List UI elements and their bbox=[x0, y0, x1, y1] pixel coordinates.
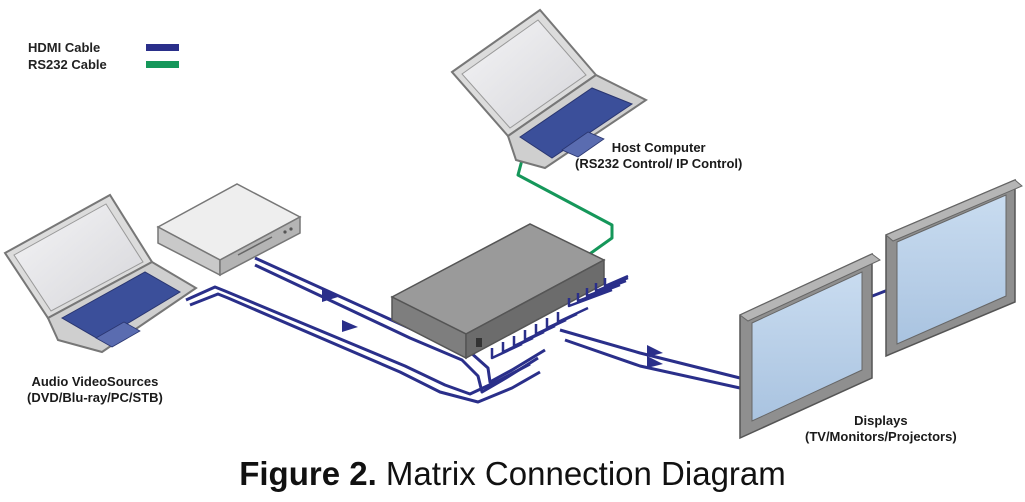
legend-rs232-label: RS232 Cable bbox=[28, 57, 107, 72]
displays-subtitle: (TV/Monitors/Projectors) bbox=[805, 429, 957, 444]
figure-title: Matrix Connection Diagram bbox=[376, 455, 786, 492]
display-front bbox=[739, 252, 881, 440]
figure-caption: Figure 2. Matrix Connection Diagram bbox=[0, 455, 1025, 493]
figure-number: Figure 2. bbox=[239, 455, 377, 492]
arrow-3 bbox=[647, 345, 663, 357]
hdmi-cable-laptop-2 bbox=[189, 292, 541, 404]
host-computer-title: Host Computer bbox=[611, 140, 706, 155]
hdmi-cable-output-1 bbox=[559, 328, 741, 380]
displays-label: Displays (TV/Monitors/Projectors) bbox=[805, 413, 957, 445]
sources-subtitle: (DVD/Blu-ray/PC/STB) bbox=[27, 390, 163, 405]
arrow-1 bbox=[322, 289, 338, 302]
host-laptop bbox=[450, 8, 648, 170]
displays-title: Displays bbox=[854, 413, 908, 428]
legend-hdmi-swatch bbox=[146, 44, 179, 51]
sources-label: Audio VideoSources (DVD/Blu-ray/PC/STB) bbox=[27, 374, 163, 406]
source-box bbox=[156, 183, 302, 277]
host-computer-subtitle: (RS232 Control/ IP Control) bbox=[575, 156, 743, 171]
display-back bbox=[885, 178, 1023, 358]
legend-rs232-swatch bbox=[146, 61, 179, 68]
hdmi-cables bbox=[185, 256, 889, 404]
hdmi-cable-output-2 bbox=[564, 338, 741, 390]
source-laptop bbox=[3, 193, 198, 354]
signal-arrows bbox=[322, 289, 663, 368]
arrow-2 bbox=[342, 320, 358, 332]
host-computer-label: Host Computer (RS232 Control/ IP Control… bbox=[575, 140, 742, 172]
port-cables bbox=[490, 274, 629, 360]
legend-hdmi-label: HDMI Cable bbox=[28, 40, 101, 55]
arrow-4 bbox=[647, 356, 663, 368]
matrix-switch bbox=[390, 223, 606, 360]
hdmi-cable-laptop-1 bbox=[185, 285, 531, 396]
sources-title: Audio VideoSources bbox=[31, 374, 159, 389]
